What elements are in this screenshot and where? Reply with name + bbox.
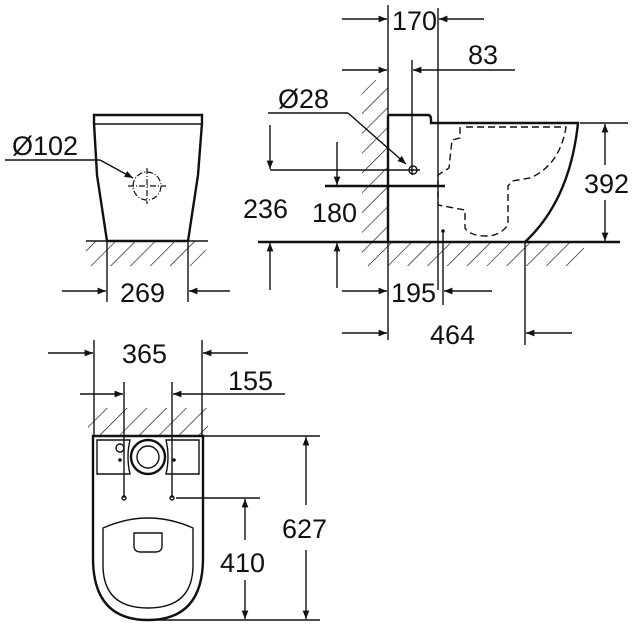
dim-total-length: 627: [282, 514, 327, 544]
seat-outline: [102, 517, 194, 609]
wall-hatch-top: [88, 408, 208, 435]
dim-inlet-diameter: Ø28: [278, 84, 329, 114]
toilet-front-outline: [92, 113, 204, 243]
dim-inlet-offset: 83: [468, 40, 498, 70]
dim-total-height: 392: [584, 169, 629, 199]
dim-base-width: 269: [120, 278, 165, 308]
floor-hatch-side: [362, 242, 584, 266]
flush-button-outer: [129, 438, 167, 476]
toilet-side-outline: [388, 113, 580, 243]
bowl-hidden-outline: [437, 126, 567, 237]
flush-button-inner: [136, 445, 160, 469]
side-view: 170 83 Ø28 236 180 392 195 464: [243, 5, 629, 350]
dim-fixing-spacing: 155: [228, 366, 273, 396]
dim-outlet-distance: 195: [391, 278, 436, 308]
front-view: Ø102 269: [5, 113, 230, 308]
floor-hatch: [86, 241, 206, 266]
dim-inlet-height-a: 236: [243, 194, 288, 224]
dim-outlet-diameter: Ø102: [12, 131, 78, 161]
dim-inlet-height-b: 180: [312, 198, 357, 228]
top-view: 365 155 627 410: [48, 339, 327, 622]
dim-base-depth: 464: [430, 320, 475, 350]
dim-total-width: 365: [122, 339, 167, 369]
dim-tank-depth: 170: [392, 6, 437, 36]
dim-fixing-to-front: 410: [220, 548, 265, 578]
wall-hatch: [362, 80, 388, 242]
